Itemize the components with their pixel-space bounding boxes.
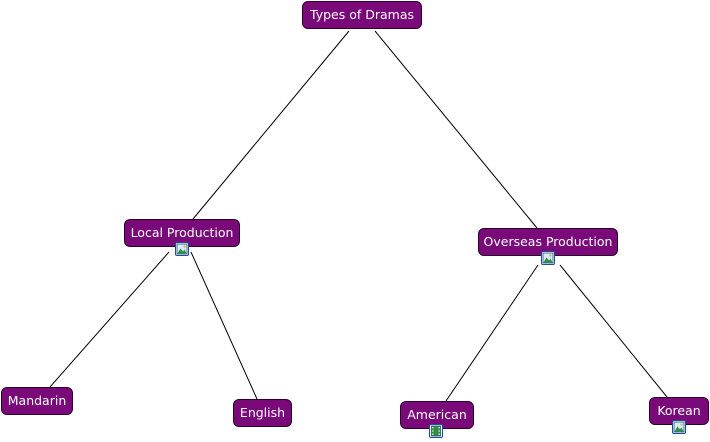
node-mandarin[interactable]: Mandarin: [1, 387, 73, 415]
film-icon[interactable]: [429, 424, 443, 438]
node-types-of-dramas[interactable]: Types of Dramas: [302, 1, 422, 29]
image-icon[interactable]: [175, 242, 189, 256]
image-icon[interactable]: [672, 420, 686, 434]
node-english[interactable]: English: [233, 399, 292, 427]
edge-local-english: [190, 251, 258, 400]
edge-overseas-american: [445, 264, 539, 402]
edge-local-mandarin: [49, 251, 170, 388]
image-icon[interactable]: [541, 251, 555, 265]
edge-root-overseas: [374, 30, 538, 229]
edge-root-local: [192, 30, 350, 220]
edge-overseas-korean: [559, 264, 668, 398]
